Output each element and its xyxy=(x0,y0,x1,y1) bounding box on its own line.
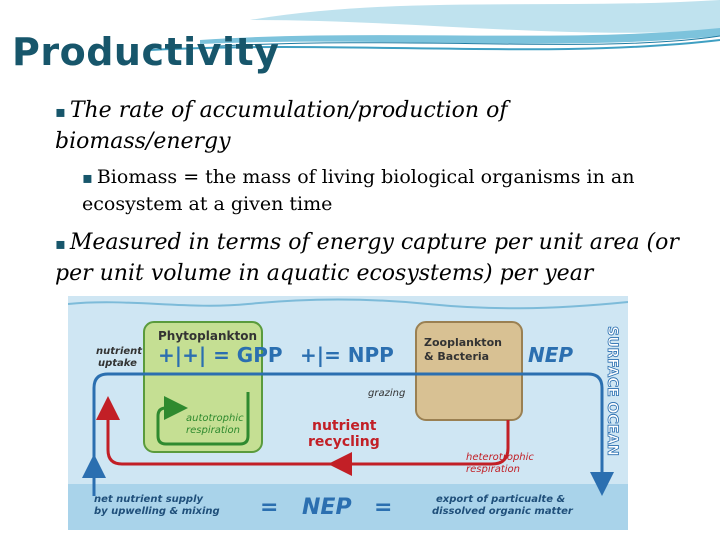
nutrient-recycling-label-2: recycling xyxy=(308,434,380,450)
productivity-diagram: Phytoplankton nutrient uptake +|+| = GPP… xyxy=(68,296,628,530)
equals-sign-2: = xyxy=(374,495,392,520)
bullet-biomass-definition: ▪Biomass = the mass of living biological… xyxy=(82,164,702,217)
zooplankton-label-1: Zooplankton xyxy=(424,336,502,349)
zooplankton-box xyxy=(415,321,523,421)
gpp-equation: +|+| = GPP xyxy=(158,343,283,367)
bullet-marker: ▪ xyxy=(82,168,93,187)
autotrophic-label-1: autotrophic xyxy=(186,413,244,424)
bullet-text: Biomass = the mass of living biological … xyxy=(82,166,635,215)
slide-title: Productivity xyxy=(12,30,280,74)
wave-line xyxy=(68,298,628,310)
header-swoosh xyxy=(149,0,720,51)
nutrient-recycling-label-1: nutrient xyxy=(312,418,377,434)
bullet-marker: ▪ xyxy=(55,234,66,253)
export-label-1: export of particualte & xyxy=(436,494,565,505)
nep-top-label: NEP xyxy=(528,343,573,367)
bullet-text: Measured in terms of energy capture per … xyxy=(55,230,679,286)
nep-bottom-label: NEP xyxy=(302,495,352,520)
bullet-productivity-definition: ▪The rate of accumulation/production of … xyxy=(55,96,655,157)
phytoplankton-label: Phytoplankton xyxy=(158,329,257,343)
autotrophic-label-2: respiration xyxy=(186,425,240,436)
nutrient-uptake-label-1: nutrient xyxy=(96,346,143,357)
grazing-label: grazing xyxy=(368,388,405,399)
npp-equation: +|= NPP xyxy=(300,343,394,367)
net-nutrient-supply-label-2: by upwelling & mixing xyxy=(94,506,220,517)
red-recycling-loop xyxy=(96,396,510,466)
blue-flow-loop xyxy=(92,372,614,496)
bullet-marker: ▪ xyxy=(55,102,66,121)
bullet-measurement: ▪Measured in terms of energy capture per… xyxy=(55,228,695,289)
equals-sign-1: = xyxy=(260,495,278,520)
bottom-band xyxy=(68,484,628,530)
net-nutrient-supply-label-1: net nutrient supply xyxy=(94,494,204,505)
green-respiration-loop xyxy=(156,392,250,446)
heterotrophic-label-1: heterotrophic xyxy=(466,452,534,463)
zooplankton-label-2: & Bacteria xyxy=(424,350,489,363)
bullet-text: The rate of accumulation/production of b… xyxy=(55,98,508,154)
nutrient-uptake-label-2: uptake xyxy=(98,358,137,369)
heterotrophic-label-2: respiration xyxy=(466,464,520,475)
export-label-2: dissolved organic matter xyxy=(432,506,574,517)
surface-ocean-label: SURFACE OCEAN xyxy=(604,326,620,456)
